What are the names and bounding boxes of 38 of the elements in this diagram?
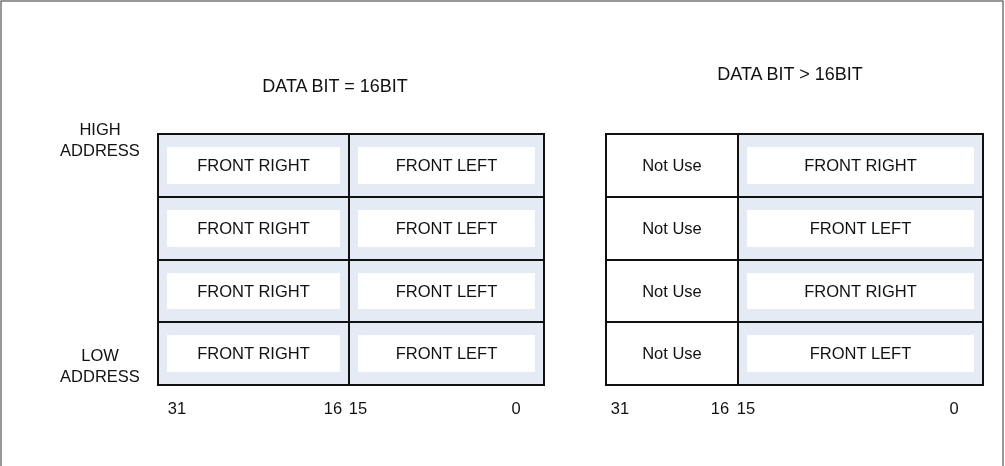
bit-number: 31 bbox=[609, 398, 631, 419]
cell-label: FRONT LEFT bbox=[747, 335, 974, 372]
memory-cell bbox=[737, 321, 984, 386]
cell-label: FRONT LEFT bbox=[358, 273, 535, 309]
memory-cell bbox=[605, 133, 739, 198]
memory-cell bbox=[348, 321, 545, 386]
memory-cell bbox=[605, 321, 739, 386]
table-title: DATA BIT = 16BIT bbox=[261, 76, 409, 97]
bit-number: 31 bbox=[166, 398, 188, 419]
cell-label: FRONT LEFT bbox=[358, 147, 535, 184]
table-title: DATA BIT > 16BIT bbox=[716, 64, 864, 85]
cell-label: FRONT LEFT bbox=[747, 210, 974, 247]
memory-cell bbox=[348, 196, 545, 261]
bit-number: 16 bbox=[709, 398, 731, 419]
cell-label: FRONT RIGHT bbox=[747, 273, 974, 309]
memory-cell bbox=[737, 259, 984, 323]
memory-cell bbox=[157, 133, 350, 198]
cell-label: FRONT LEFT bbox=[358, 210, 535, 247]
bit-number: 15 bbox=[735, 398, 757, 419]
bit-number: 16 bbox=[322, 398, 344, 419]
cell-label: FRONT LEFT bbox=[358, 335, 535, 372]
cell-label: FRONT RIGHT bbox=[167, 335, 340, 372]
memory-cell bbox=[348, 133, 545, 198]
bit-number: 15 bbox=[347, 398, 369, 419]
memory-cell bbox=[157, 259, 350, 323]
address-label: LOW ADDRESS bbox=[59, 345, 141, 387]
bit-number: 0 bbox=[948, 398, 960, 419]
memory-cell bbox=[737, 196, 984, 261]
address-label: HIGH ADDRESS bbox=[59, 119, 141, 161]
cell-label: FRONT RIGHT bbox=[747, 147, 974, 184]
memory-cell bbox=[737, 133, 984, 198]
bit-number: 0 bbox=[510, 398, 522, 419]
cell-label: FRONT RIGHT bbox=[167, 147, 340, 184]
memory-cell bbox=[348, 259, 545, 323]
memory-cell bbox=[157, 196, 350, 261]
cell-label: FRONT RIGHT bbox=[167, 273, 340, 309]
memory-cell bbox=[157, 321, 350, 386]
cell-label: FRONT RIGHT bbox=[167, 210, 340, 247]
